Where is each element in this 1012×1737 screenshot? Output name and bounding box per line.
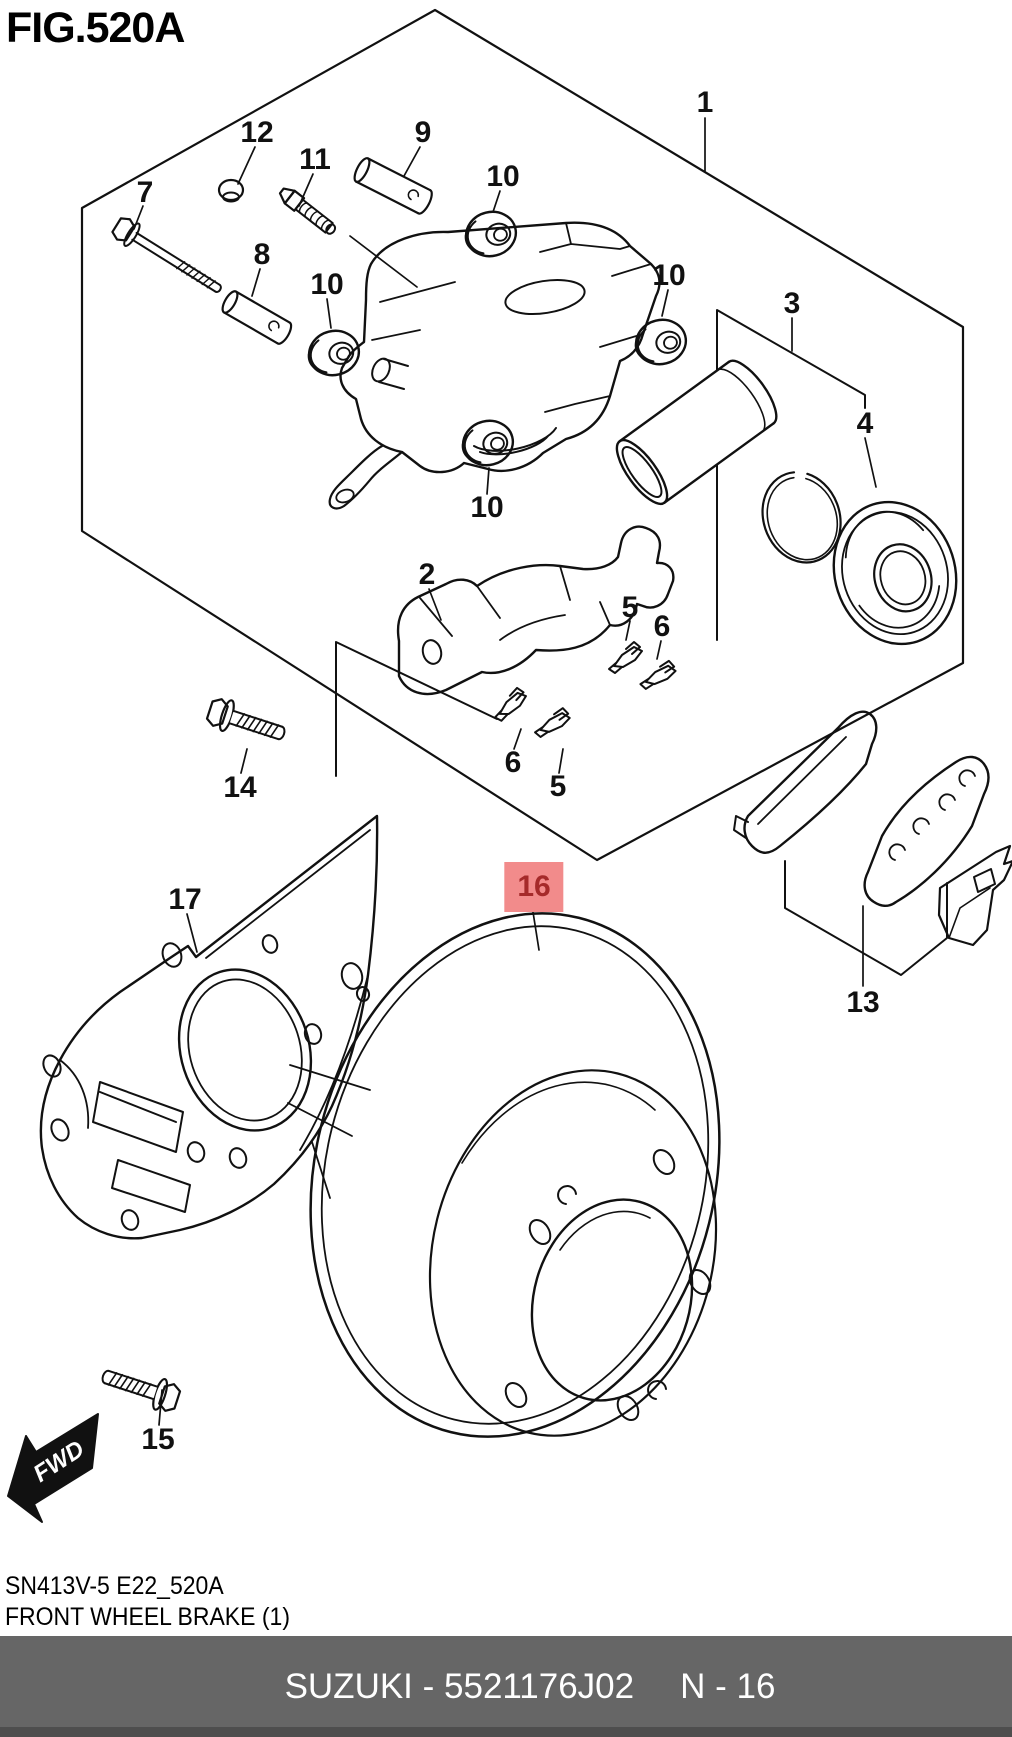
dust-shield-drawing <box>39 814 379 1240</box>
boot-set-drawing <box>832 500 958 646</box>
model-code-text: SN413V-5 E22_520A <box>5 1572 224 1600</box>
piston-drawing <box>615 359 778 506</box>
mounting-bolt-14 <box>203 693 291 751</box>
part-label-4[interactable]: 4 <box>856 407 874 440</box>
fwd-arrow: FWD <box>7 1413 99 1523</box>
bleeder-screw-drawing <box>278 187 337 235</box>
brake-pads-drawing <box>733 710 1012 947</box>
part-label-9[interactable]: 9 <box>414 116 432 149</box>
pin-drawing <box>221 290 293 345</box>
part-label-10[interactable]: 10 <box>470 491 504 524</box>
pad-clip-6a <box>638 656 678 694</box>
part-label-7[interactable]: 7 <box>136 176 154 209</box>
brake-disc-drawing <box>309 912 721 1438</box>
footer-strip <box>0 1727 1012 1737</box>
part-label-3[interactable]: 3 <box>783 287 801 320</box>
part-label-5[interactable]: 5 <box>549 770 567 803</box>
assembly-outline-box <box>80 8 965 976</box>
part-label-11[interactable]: 11 <box>299 143 331 176</box>
guide-bolt-drawing <box>111 217 222 293</box>
seal-ring-drawing <box>761 471 842 564</box>
cap-drawing <box>217 178 245 203</box>
pad-clip-6b <box>491 686 530 723</box>
mounting-bolt-15 <box>96 1359 184 1417</box>
figure-caption: FRONT WHEEL BRAKE (1) <box>5 1603 290 1631</box>
part-label-14[interactable]: 14 <box>223 771 257 804</box>
part-label-5[interactable]: 5 <box>621 591 639 624</box>
footer-page-ref: N - 16 <box>680 1666 776 1706</box>
boot-grommet-10a <box>459 205 522 263</box>
part-label-16[interactable]: 16 <box>504 862 564 912</box>
caliper-bracket-drawing <box>396 525 675 696</box>
boot-grommet-10b <box>302 324 365 382</box>
pad-clip-5a <box>608 641 643 674</box>
figure-title: FIG.520A <box>6 4 185 52</box>
leader-lines <box>133 117 877 1426</box>
part-label-13[interactable]: 13 <box>846 986 880 1019</box>
part-label-17[interactable]: 17 <box>168 883 202 916</box>
part-label-8[interactable]: 8 <box>253 238 271 271</box>
part-label-10[interactable]: 10 <box>486 160 520 193</box>
part-label-6[interactable]: 6 <box>653 610 671 643</box>
part-label-15[interactable]: 15 <box>141 1423 175 1456</box>
pad-shim-drawing <box>937 844 1012 947</box>
pad-clip-5b <box>533 704 572 741</box>
part-label-1[interactable]: 1 <box>696 86 714 119</box>
part-label-12[interactable]: 12 <box>240 116 274 149</box>
part-label-10[interactable]: 10 <box>310 268 344 301</box>
caliper-drawing <box>328 221 661 510</box>
part-label-2[interactable]: 2 <box>418 558 436 591</box>
part-label-10[interactable]: 10 <box>652 259 686 292</box>
footer-part-number: SUZUKI - 5521176J02 <box>284 1666 635 1706</box>
boot-grommet-10d <box>456 414 519 472</box>
part-label-6[interactable]: 6 <box>504 746 522 779</box>
guide-pin-drawing <box>353 157 433 215</box>
footer-bar: SUZUKI - 5521176J02 N - 16 <box>0 1636 1012 1737</box>
